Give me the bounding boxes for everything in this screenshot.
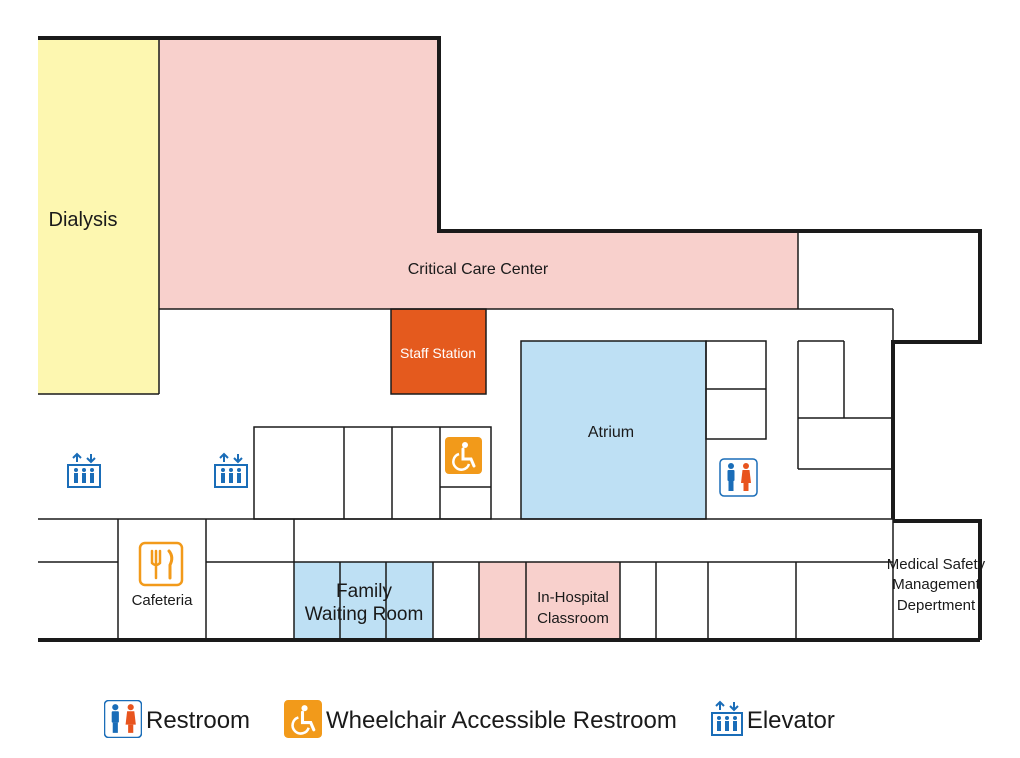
restroom-icon (719, 458, 758, 497)
wheelchair-restroom-icon (284, 699, 323, 743)
dialysis-room (38, 38, 159, 394)
legend-elevator: Elevator (710, 700, 835, 743)
legend-restroom: Restroom (103, 699, 251, 743)
elevator-icon (710, 700, 743, 743)
critical-care-label: Critical Care Center (408, 261, 549, 278)
medical-safety-label-line3: Depertment (897, 597, 976, 614)
medical-safety-label-line2: Management (892, 576, 980, 593)
family-waiting-room (294, 562, 433, 639)
medical-safety-label-line1: Medical Safety (887, 556, 986, 573)
elevator-icon (214, 453, 248, 488)
restroom-icon (103, 699, 143, 743)
atrium-label: Atrium (588, 424, 634, 441)
staff-station-room (391, 309, 486, 394)
legend-restroom-label: Restroom (146, 707, 251, 734)
elevator-icon (67, 453, 101, 488)
in-hospital-label-line1: In-Hospital (537, 589, 609, 606)
staff-station-label: Staff Station (400, 345, 476, 361)
legend-elevator-label: Elevator (746, 707, 835, 734)
critical-care-room (159, 38, 798, 309)
family-waiting-label-line2: Waiting Room (305, 604, 424, 625)
in-hospital-classroom-room (479, 562, 620, 639)
family-waiting-label-line1: Family (336, 581, 392, 602)
wheelchair-restroom-icon (445, 437, 482, 474)
legend-wheelchair-label: Wheelchair Accessible Restroom (326, 707, 677, 734)
atrium-room (521, 341, 706, 519)
legend-wheelchair: Wheelchair Accessible Restroom (284, 699, 677, 743)
dialysis-label: Dialysis (49, 209, 118, 231)
cafeteria-label: Cafeteria (132, 592, 194, 609)
legend: Restroom Wheelchair Accessible Restroom (103, 699, 869, 743)
cafeteria-icon (138, 541, 184, 587)
in-hospital-label-line2: Classroom (537, 610, 609, 627)
floor-map: Dialysis Critical Care Center Staff Stat… (38, 36, 986, 642)
